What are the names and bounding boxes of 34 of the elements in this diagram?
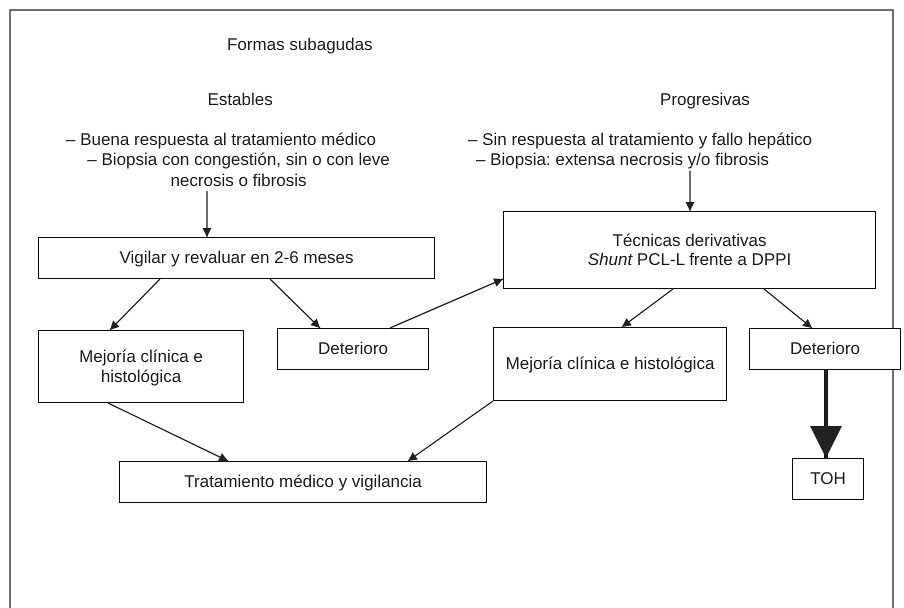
box-text: Shunt PCL-L frente a DPPI (588, 250, 792, 270)
process-box (38, 330, 244, 403)
process-box (119, 461, 487, 503)
box-text: Técnicas derivativas (612, 230, 766, 250)
criteria-text: – Biopsia con congestión, sin o con leve necrosis o fibrosis (86, 150, 391, 192)
process-box (38, 237, 435, 279)
arrow (810, 370, 842, 458)
column-heading: Estables (208, 90, 273, 110)
diagram-title: Formas subagudas (227, 35, 373, 55)
arrow (622, 288, 674, 328)
box-text: TOH (810, 469, 846, 489)
box-text: Deterioro (790, 339, 860, 359)
process-box (503, 211, 876, 289)
process-box (749, 328, 901, 370)
process-box (792, 458, 864, 500)
arrow (408, 400, 494, 462)
box-text: Mejoría clínica e histológica (78, 347, 204, 386)
arrow (110, 278, 160, 330)
process-box (493, 327, 727, 401)
criteria-text: – Biopsia: extensa necrosis y/o fibrosis (475, 150, 769, 171)
arrow (108, 402, 228, 462)
criteria-text: – Sin respuesta al tratamiento y fallo hepático (468, 130, 812, 150)
arrow (202, 191, 212, 237)
arrow (270, 278, 320, 328)
arrow (764, 288, 812, 328)
box-text: Tratamiento médico y vigilancia (184, 472, 422, 492)
box-text: Mejoría clínica e histológica (506, 354, 714, 374)
process-box (277, 328, 429, 370)
arrow (686, 170, 694, 211)
column-heading: Progresivas (660, 90, 750, 110)
arrow (390, 278, 504, 329)
box-text: Deterioro (318, 339, 388, 359)
criteria-text: – Buena respuesta al tratamiento médico (66, 130, 376, 150)
box-text: Vigilar y revaluar en 2-6 meses (119, 248, 354, 268)
